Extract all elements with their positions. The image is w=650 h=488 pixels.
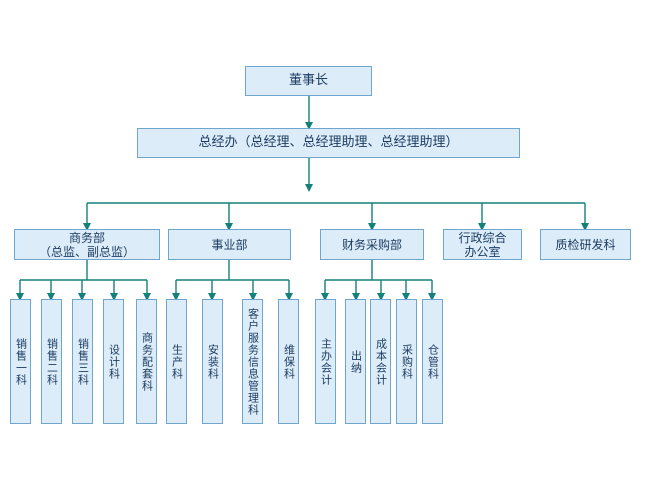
section-label: 设计科 <box>107 343 121 380</box>
dept-title: 事业部 <box>211 237 248 252</box>
section-box: 销售二科 <box>41 299 62 424</box>
section-box: 销售一科 <box>10 299 31 424</box>
gm-office-label: 总经办（总经理、总经理助理、总经理助理） <box>198 135 459 150</box>
dept-subtitle: （总监、副总监） <box>38 244 135 259</box>
section-label: 销售三科 <box>76 337 90 386</box>
section-box: 生产科 <box>166 299 187 424</box>
section-label: 安装科 <box>206 343 220 380</box>
section-box: 设计科 <box>103 299 124 424</box>
dept-box-qa: 质检研发科 <box>540 229 631 260</box>
section-label: 客户服务信息管理科 <box>246 307 260 416</box>
section-label: 出纳 <box>349 349 363 374</box>
dept-title: 质检研发科 <box>555 237 616 252</box>
dept-subtitle: 办公室 <box>464 244 501 259</box>
section-box: 仓管科 <box>422 299 443 424</box>
section-box: 安装科 <box>202 299 223 424</box>
dept-title: 行政综合 <box>458 230 507 245</box>
ceo-box: 董事长 <box>245 66 372 96</box>
dept-title: 财务采购部 <box>341 237 402 252</box>
dept-box-admin: 行政综合 办公室 <box>443 229 522 260</box>
section-label: 销售一科 <box>14 337 28 386</box>
section-box: 商务配套科 <box>136 299 157 424</box>
section-label: 销售二科 <box>45 337 59 386</box>
section-label: 商务配套科 <box>140 331 154 392</box>
section-box: 成本会计 <box>370 299 391 424</box>
section-label: 仓管科 <box>426 343 440 380</box>
ceo-label: 董事长 <box>288 73 328 88</box>
section-label: 生产科 <box>170 343 184 380</box>
section-label: 采购科 <box>400 343 414 380</box>
section-box: 维保科 <box>278 299 299 424</box>
dept-title: 商务部 <box>68 230 105 245</box>
section-label: 成本会计 <box>374 337 388 386</box>
dept-box-business: 商务部 （总监、副总监） <box>14 229 160 260</box>
section-box: 客户服务信息管理科 <box>242 299 263 424</box>
section-label: 主办会计 <box>319 337 333 386</box>
section-box: 出纳 <box>345 299 366 424</box>
dept-box-finance: 财务采购部 <box>320 229 424 260</box>
section-box: 销售三科 <box>72 299 93 424</box>
section-box: 主办会计 <box>315 299 336 424</box>
dept-box-operations: 事业部 <box>168 229 291 260</box>
section-label: 维保科 <box>282 343 296 380</box>
section-box: 采购科 <box>396 299 417 424</box>
gm-office-box: 总经办（总经理、总经理助理、总经理助理） <box>137 128 520 158</box>
